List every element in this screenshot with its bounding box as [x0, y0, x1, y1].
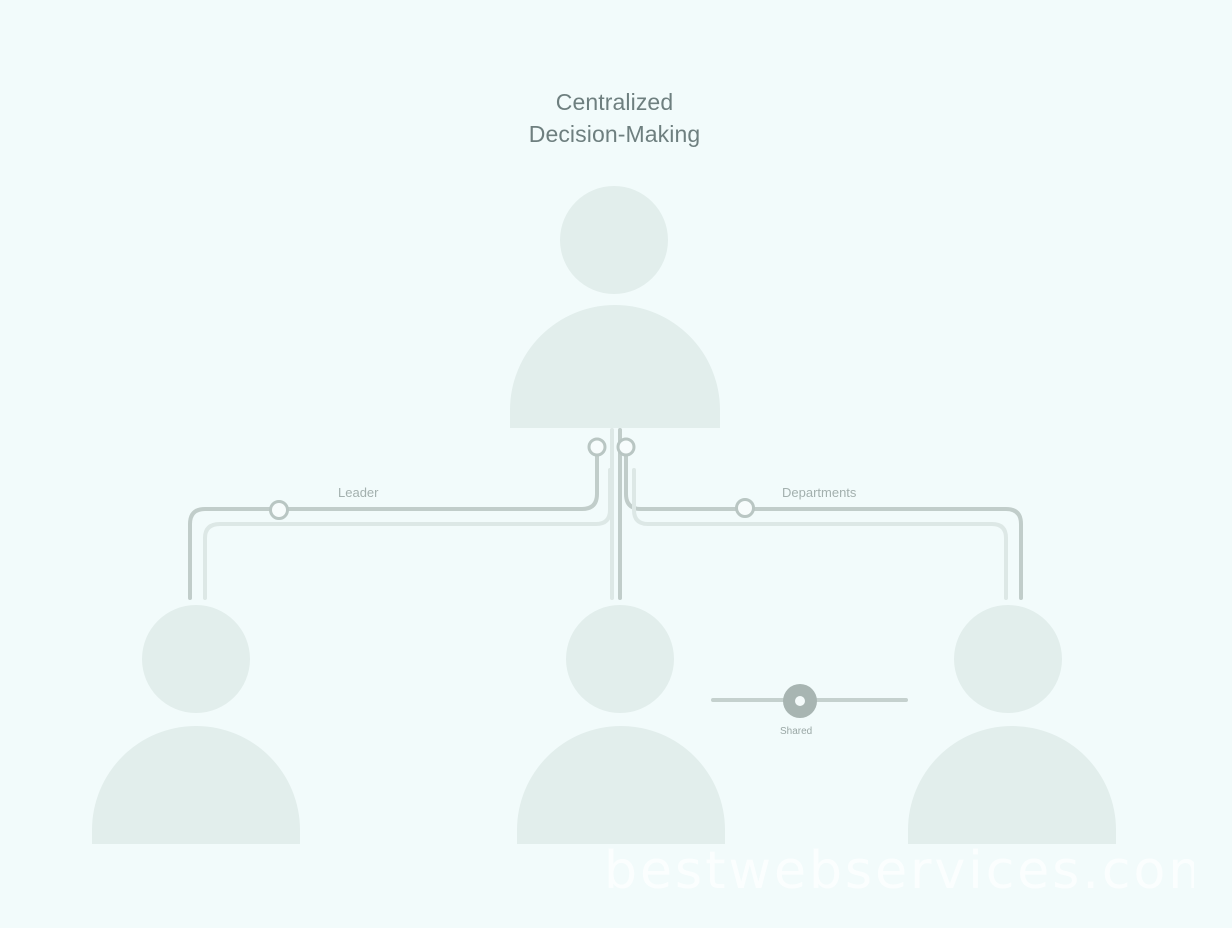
departments-label: Departments [782, 485, 857, 500]
person-icon-leader [510, 186, 720, 428]
connector-node-icon [735, 498, 755, 518]
connector-wires [188, 428, 1023, 600]
slider-knob-center [795, 696, 805, 706]
wire-left-shadow [203, 468, 612, 600]
wire-right-shadow [632, 468, 1008, 600]
connector-node-icon [587, 437, 607, 457]
connector-node-icon [616, 437, 636, 457]
wire-right [624, 453, 1023, 600]
person-icon-center [517, 605, 725, 844]
leader-label: Leader [338, 485, 379, 500]
connector-node-icon [269, 500, 289, 520]
watermark: bestwebservices.com [604, 841, 1194, 901]
title-line-2: Decision-Making [528, 121, 701, 147]
person-icon-right [908, 605, 1116, 844]
slider-label: Shared [780, 726, 812, 737]
wire-left [188, 453, 599, 600]
shared-slider[interactable]: Shared [711, 684, 908, 737]
title-line-1: Centralized [555, 89, 674, 115]
person-icon-left [92, 605, 300, 844]
diagram-title: Centralized Decision-Making [0, 86, 1232, 150]
